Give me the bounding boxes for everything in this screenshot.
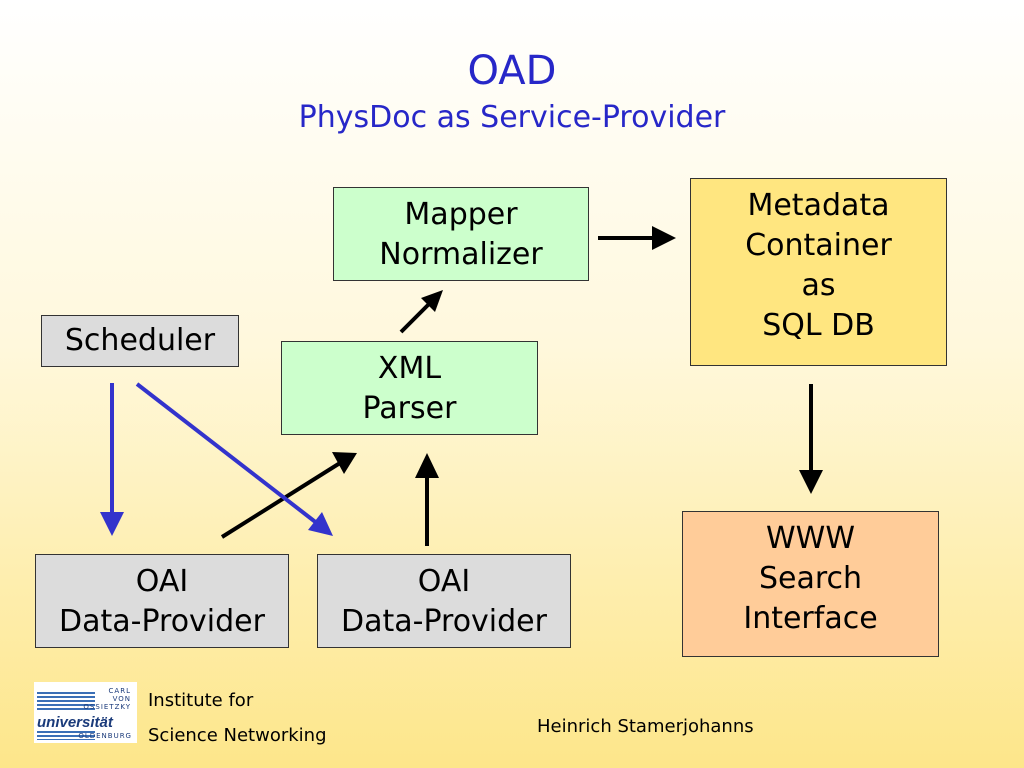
box-line: SQL DB <box>762 308 875 343</box>
logo-stripes <box>37 692 95 712</box>
arrow-parser-to-mapper <box>399 290 443 334</box>
logo-line: CARL <box>108 687 131 695</box>
oai-data-provider-box-2: OAI Data-Provider <box>317 554 571 648</box>
box-line: Parser <box>362 391 457 426</box>
arrow-scheduler-to-oai1 <box>100 383 124 536</box>
footer-institute-line1: Institute for <box>148 690 254 711</box>
box-line: WWW <box>766 521 855 556</box>
logo-city: OLDENBURG <box>78 732 132 740</box>
box-line: Interface <box>743 601 878 636</box>
arrow-metadata-to-www <box>799 384 823 494</box>
box-line: Mapper <box>404 197 518 232</box>
box-line: Data-Provider <box>341 604 547 639</box>
box-line: XML <box>377 351 442 386</box>
arrow-mapper-to-metadata <box>598 226 676 250</box>
mapper-normalizer-box: Mapper Normalizer <box>333 187 589 281</box>
box-line: Normalizer <box>379 237 543 272</box>
footer-author: Heinrich Stamerjohanns <box>537 716 754 737</box>
box-line: OAI <box>135 564 189 599</box>
box-line: Metadata <box>747 188 890 223</box>
scheduler-box: Scheduler <box>41 315 239 367</box>
logo-line: OSSIETZKY <box>83 703 131 711</box>
www-search-interface-box: WWW Search Interface <box>682 511 939 657</box>
university-logo: CARL VON OSSIETZKY universität OLDENBURG <box>34 682 137 743</box>
footer-institute-line2: Science Networking <box>148 725 327 746</box>
arrow-scheduler-to-oai2 <box>135 382 333 536</box>
arrow-oai2-to-parser <box>415 453 439 546</box>
logo-name: universität <box>37 714 113 731</box>
logo-top-text: CARL VON OSSIETZKY <box>83 687 131 711</box>
slide-title: OAD <box>467 48 557 94</box>
box-line: Container <box>745 228 892 263</box>
xml-parser-box: XML Parser <box>281 341 538 435</box>
metadata-container-box: Metadata Container as SQL DB <box>690 178 947 366</box>
arrow-oai1-to-parser <box>220 452 357 539</box>
oai-data-provider-box-1: OAI Data-Provider <box>35 554 289 648</box>
logo-stripes-bottom <box>37 731 95 740</box>
slide-subtitle: PhysDoc as Service-Provider <box>298 100 726 135</box>
box-line: OAI <box>417 564 471 599</box>
box-line: Search <box>758 561 863 596</box>
box-line: Data-Provider <box>59 604 265 639</box>
box-line: as <box>801 268 836 303</box>
logo-line: VON <box>112 695 131 703</box>
box-line: Scheduler <box>64 323 216 358</box>
